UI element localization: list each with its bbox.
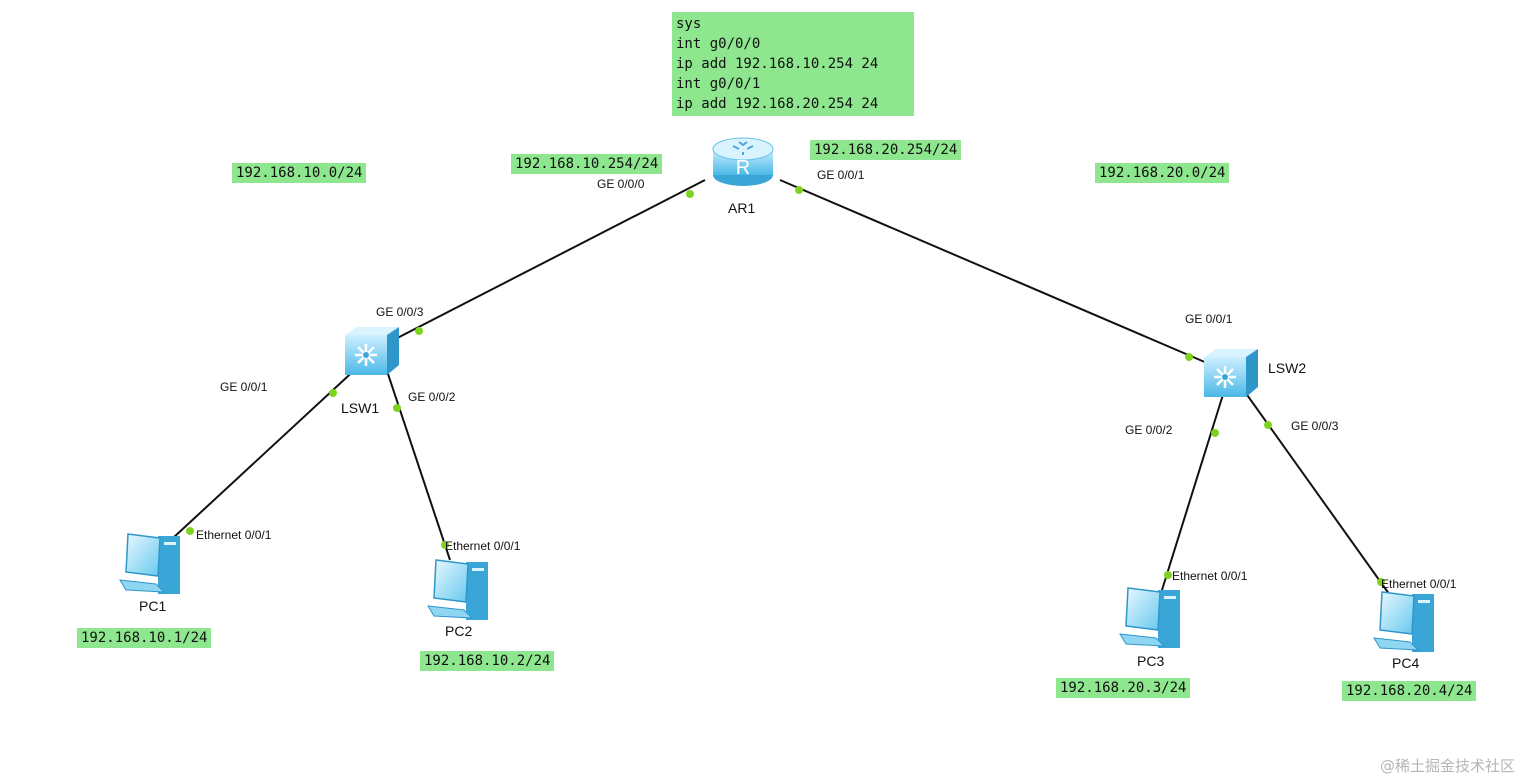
link-ar1-lsw2 (779, 179, 1229, 373)
lsw1-uplink-port: GE 0/0/3 (376, 305, 424, 319)
port-dot (1211, 429, 1219, 437)
config-line: int g0/0/0 (676, 36, 761, 52)
port-dot (686, 190, 694, 198)
pc3-port: Ethernet 0/0/1 (1172, 569, 1248, 583)
pc4-port: Ethernet 0/0/1 (1381, 577, 1457, 591)
subnet-label-left: 192.168.10.0/24 (232, 163, 367, 183)
lsw2-uplink-port: GE 0/0/1 (1185, 312, 1233, 326)
port-dots (186, 186, 1385, 586)
router-ip-right: 192.168.20.254/24 (810, 140, 962, 160)
config-line: int g0/0/1 (676, 76, 761, 92)
config-line: ip add 192.168.10.254 24 (676, 56, 879, 72)
svg-text:R: R (736, 157, 750, 179)
pc1-port: Ethernet 0/0/1 (196, 528, 272, 542)
lsw1-name: LSW1 (341, 400, 380, 416)
pc-icon[interactable] (1119, 587, 1180, 648)
link-lsw1-pc1 (159, 364, 361, 551)
port-dot (1264, 421, 1272, 429)
pc2-name: PC2 (445, 623, 473, 639)
pc-icon[interactable] (119, 533, 180, 594)
pc4-name: PC4 (1392, 655, 1420, 671)
config-note: sys int g0/0/0 ip add 192.168.10.254 24 … (672, 12, 914, 116)
link-lsw2-pc3 (1161, 384, 1227, 591)
port-dot (393, 404, 401, 412)
router-port-left: GE 0/0/0 (597, 177, 645, 191)
router-port-right: GE 0/0/1 (817, 168, 865, 182)
lsw2-port-a: GE 0/0/2 (1125, 423, 1173, 437)
port-dot (1164, 571, 1172, 579)
port-dot (415, 327, 423, 335)
lsw1-port-b: GE 0/0/2 (408, 390, 456, 404)
pc4-ip: 192.168.20.4/24 (1342, 681, 1477, 701)
watermark: @稀土掘金技术社区 (1379, 757, 1515, 775)
link-ar1-lsw1 (369, 179, 706, 353)
pc2-ip: 192.168.10.2/24 (420, 651, 555, 671)
config-line: sys (676, 16, 702, 32)
lsw2-name: LSW2 (1268, 360, 1307, 376)
pc2-port: Ethernet 0/0/1 (445, 539, 521, 553)
port-dot (441, 541, 449, 549)
lsw2-port-b: GE 0/0/3 (1291, 419, 1339, 433)
port-dot (795, 186, 803, 194)
router-name: AR1 (728, 200, 756, 216)
link-lsw1-pc2 (384, 364, 451, 561)
pc-icon[interactable] (427, 559, 488, 620)
switch-icon[interactable] (1204, 349, 1258, 397)
pc3-ip: 192.168.20.3/24 (1056, 678, 1191, 698)
config-line: ip add 192.168.20.254 24 (676, 96, 879, 112)
subnet-label-right: 192.168.20.0/24 (1095, 163, 1230, 183)
link-lsw2-pc4 (1239, 384, 1393, 599)
switch-icon[interactable] (345, 327, 399, 375)
pc1-ip: 192.168.10.1/24 (77, 628, 212, 648)
port-dot (1185, 353, 1193, 361)
router-ip-left: 192.168.10.254/24 (511, 154, 663, 174)
pc1-name: PC1 (139, 598, 167, 614)
lsw1-port-a: GE 0/0/1 (220, 380, 268, 394)
pc-icon[interactable] (1373, 591, 1434, 652)
port-dot (186, 527, 194, 535)
port-dot (329, 389, 337, 397)
router-icon[interactable]: R (712, 137, 774, 186)
pc3-name: PC3 (1137, 653, 1165, 669)
port-dot (1377, 578, 1385, 586)
